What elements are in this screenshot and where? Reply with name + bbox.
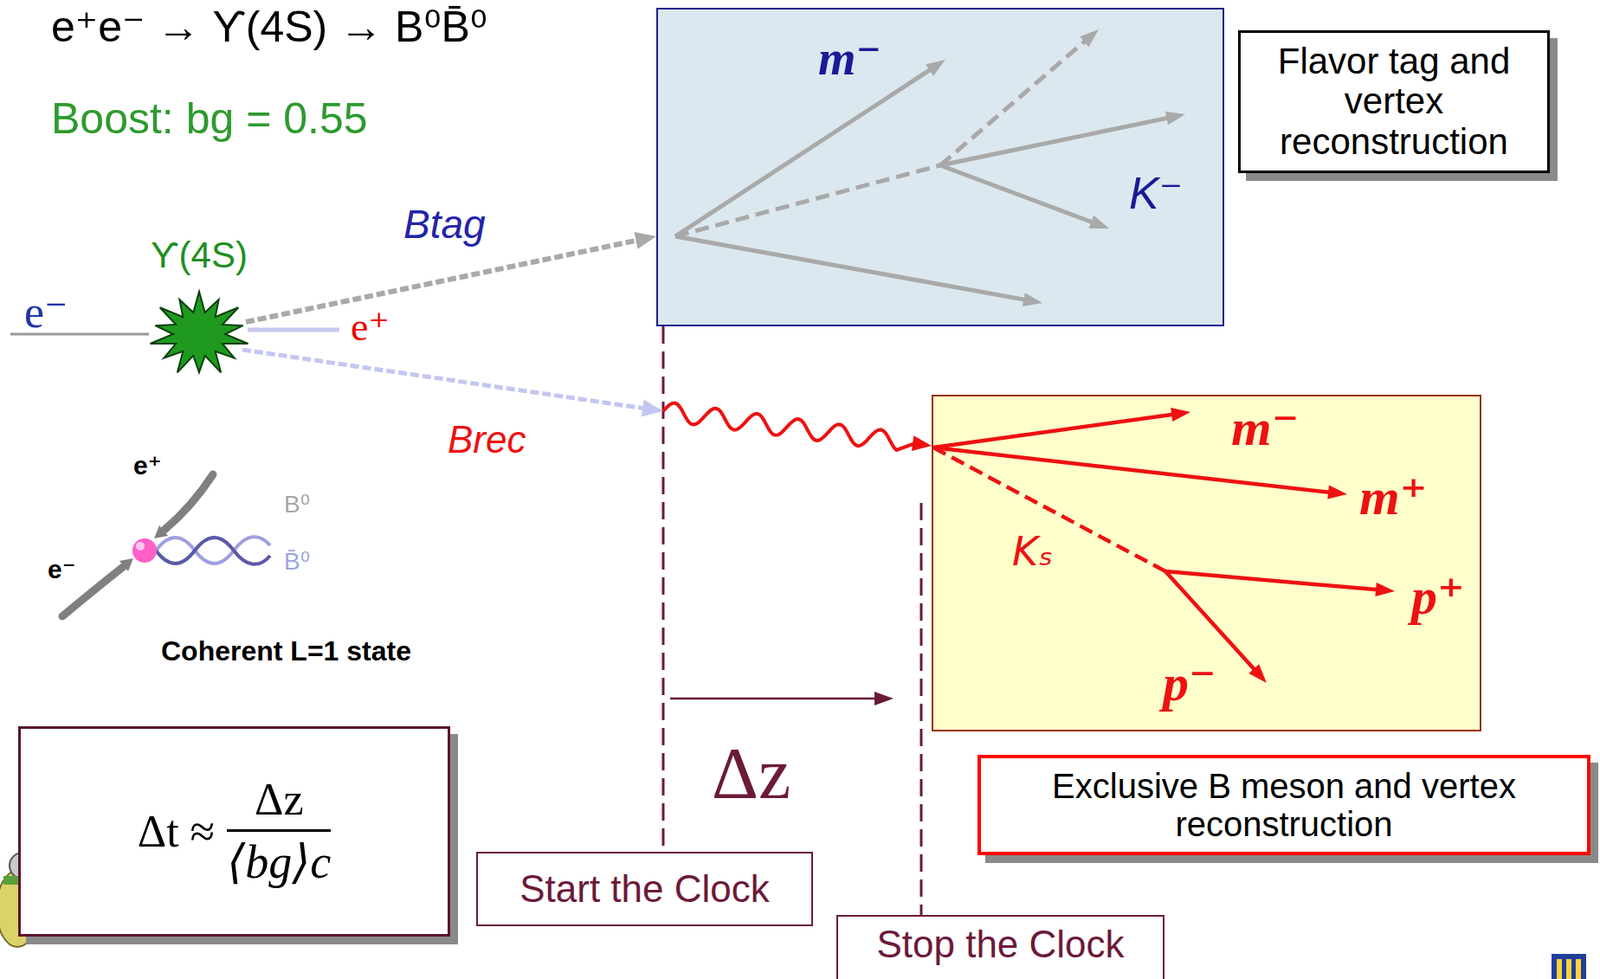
formula-box: Δt ≈ Δz ⟨bg⟩c: [18, 726, 451, 937]
incoming-positron-head: [154, 525, 168, 539]
beam-line: [247, 328, 340, 333]
boost-note: Boost: bg = 0.55: [51, 93, 368, 144]
connector-dashed-segment: [242, 349, 645, 409]
icon-stripe: [1566, 959, 1572, 979]
upsilon-star: ϒ(4S): [141, 235, 258, 385]
tag-side-region: m⁻ K⁻: [656, 7, 1225, 327]
particle-label: m⁻: [1231, 396, 1299, 459]
edge-label: Btag: [403, 200, 486, 248]
fraction-numerator: Δz: [254, 774, 304, 826]
explosion-star: [141, 285, 258, 383]
explosion-star-shape: [150, 291, 249, 374]
fraction-denominator: ⟨bg⟩c: [226, 835, 331, 890]
connector-line: [245, 240, 639, 323]
particle-label: p⁺: [1411, 565, 1465, 627]
charged-track-head: [1170, 407, 1191, 422]
particle-label: Kₛ: [1012, 528, 1053, 575]
node-heading: ϒ(4S): [150, 235, 248, 276]
beam-label: e⁺: [350, 303, 390, 350]
neutral-track: [940, 40, 1086, 166]
particle-label: m⁺: [1359, 465, 1427, 528]
neutral-track-head: [1079, 29, 1099, 47]
mixing-helix: [155, 537, 271, 565]
collision-point: [132, 538, 157, 563]
connector-arrowhead: [911, 435, 932, 452]
charged-track: [940, 165, 1093, 223]
clock-marker: [920, 503, 923, 916]
beam-label: e⁻: [24, 285, 69, 338]
neutral-track: [675, 165, 941, 237]
incoming-positron: [164, 474, 213, 530]
fraction: Δz ⟨bg⟩c: [226, 774, 331, 890]
box-text: Exclusive B meson and vertex reconstruct…: [993, 767, 1575, 844]
clock-marker: [662, 326, 665, 852]
icon-frame: [1551, 954, 1587, 979]
beam-label: e⁻: [47, 554, 77, 585]
charged-track: [940, 117, 1168, 166]
charged-track: [675, 236, 1026, 300]
corner-icon: [1551, 954, 1587, 979]
meson-label: B⁰: [283, 490, 310, 519]
charged-track-head: [1374, 582, 1395, 597]
charged-track-head: [1165, 111, 1186, 126]
delta-z-label: Δz: [711, 731, 791, 816]
collision-highlight: [135, 541, 145, 551]
caption-box: Exclusive B meson and vertex reconstruct…: [977, 754, 1591, 856]
formula-term: Δt ≈: [137, 806, 215, 859]
incoming-electron-head: [119, 558, 134, 572]
connector: [242, 349, 932, 452]
particle-label: p⁻: [1162, 651, 1217, 714]
connector-line-head: [634, 232, 658, 250]
connector-wavy-segment: [663, 403, 915, 451]
charged-track-head: [1327, 485, 1348, 500]
beam-label: e⁺: [133, 450, 162, 481]
particle-label: m⁻: [818, 28, 882, 86]
meson-label: B̄⁰: [283, 547, 310, 576]
particle-label: K⁻: [1129, 167, 1183, 220]
box-text: Flavor tag and vertex reconstruction: [1251, 41, 1537, 162]
mixing-helix: [155, 536, 271, 564]
charged-track: [933, 414, 1174, 448]
charged-track-head: [1089, 215, 1110, 229]
diagram-title: e⁺e⁻ → ϒ(4S) → B⁰B̄⁰: [51, 1, 488, 52]
charged-track-head: [925, 59, 946, 77]
delta-z-arrowhead: [874, 691, 894, 706]
rec-side-region: m⁻ m⁺ Kₛ p⁺ p⁻: [931, 394, 1482, 732]
clock-label-box: Stop the Clock: [836, 915, 1165, 979]
charged-track-head: [1022, 292, 1043, 307]
box-text: Stop the Clock: [876, 923, 1124, 966]
delta-z-arrow: [670, 697, 877, 701]
connector-dashed-segment-head: [641, 400, 664, 418]
charged-track-head: [1248, 664, 1267, 684]
charged-track: [675, 69, 931, 237]
edge-label: Brec: [447, 418, 526, 462]
icon-stripe: [1556, 959, 1562, 979]
caption-box: Flavor tag and vertex reconstruction: [1238, 30, 1550, 174]
fraction-bar: [226, 829, 331, 833]
icon-stripe: [1575, 959, 1581, 979]
box-text: Start the Clock: [519, 868, 770, 910]
clock-label-box: Start the Clock: [476, 851, 813, 927]
charged-track: [1165, 571, 1378, 590]
state-caption: Coherent L=1 state: [161, 635, 412, 668]
